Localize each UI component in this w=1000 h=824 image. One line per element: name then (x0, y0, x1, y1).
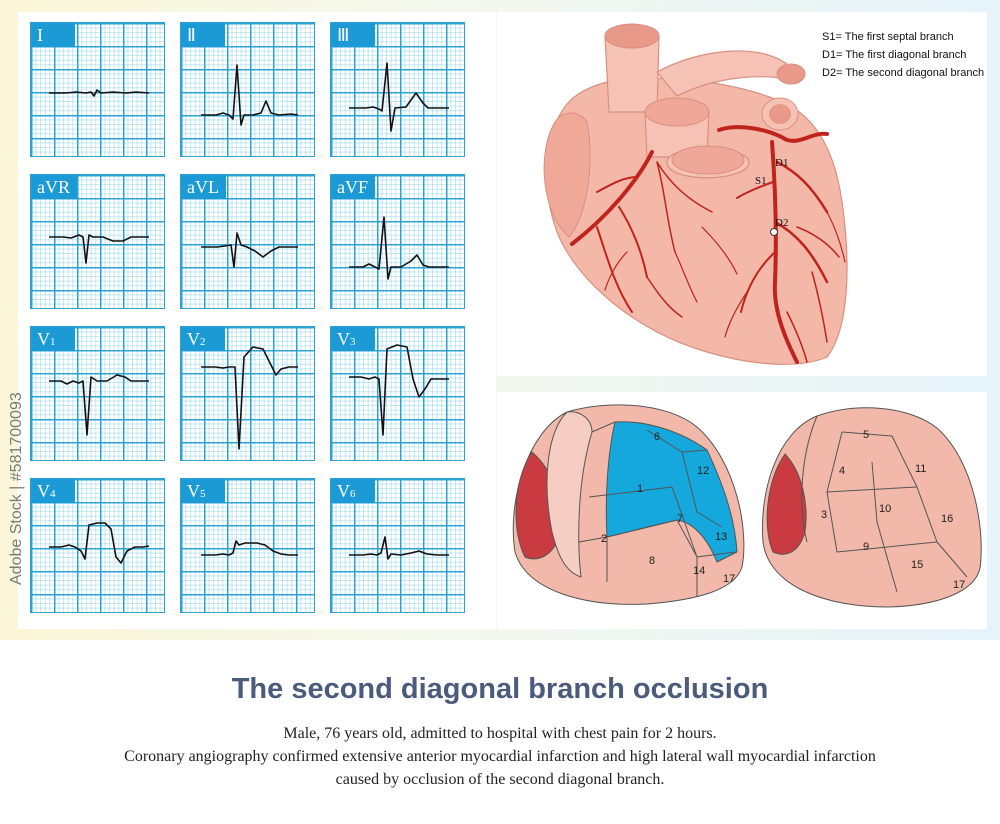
ecg-panel: I Ⅱ Ⅲ aVR aVL aVF V1 V2 V3 V4 V5 (18, 12, 496, 629)
lead-label: V4 (31, 479, 75, 503)
label-d1: D1 (775, 157, 788, 169)
lead-label: I (31, 23, 75, 47)
ventricle-segment-panel: 6 12 1 7 13 2 8 14 17 5 4 11 3 10 16 9 1… (497, 392, 987, 629)
vessel-opening-right-inner (769, 104, 791, 124)
ecg-trace (49, 234, 149, 264)
d2-occlusion-marker (770, 228, 778, 236)
aorta-opening (604, 23, 660, 49)
lead-label: V5 (181, 479, 225, 503)
ecg-lead-V2: V2 (180, 326, 315, 461)
stock-watermark: Adobe Stock | #581700093 (8, 392, 25, 585)
pulmonary-opening (644, 97, 710, 127)
ecg-trace (349, 216, 449, 280)
segment-label: 17 (953, 579, 965, 591)
ecg-trace (201, 64, 299, 126)
lead-label: V2 (181, 327, 225, 351)
segment-label: 10 (879, 503, 891, 515)
ventricle-rim (546, 411, 593, 578)
ecg-trace (349, 344, 449, 436)
coronary-arteries (570, 125, 846, 364)
description-line: Male, 76 years old, admitted to hospital… (283, 725, 717, 742)
segment-label: 7 (677, 513, 683, 525)
ventricle-outer-shell (761, 407, 982, 608)
arch-branch-opening (776, 63, 806, 85)
ecg-lead-aVR: aVR (30, 174, 165, 309)
lead-label: Ⅱ (181, 23, 225, 47)
ventricle-model-left: 6 12 1 7 13 2 8 14 17 (512, 404, 745, 605)
segment-label: 14 (693, 565, 705, 577)
lead-label: V6 (331, 479, 375, 503)
ecg-lead-aVF: aVF (330, 174, 465, 309)
ecg-trace (201, 346, 298, 450)
segment-label: 3 (821, 509, 827, 521)
segment-label: 6 (654, 431, 660, 443)
segment-label: 17 (723, 573, 735, 585)
segment-label: 12 (697, 465, 709, 477)
ecg-lead-V6: V6 (330, 478, 465, 613)
right-atrium (543, 112, 591, 238)
infarct-region (605, 421, 738, 563)
lead-label: V3 (331, 327, 375, 351)
ventricle-cavity (766, 453, 807, 555)
ecg-lead-V5: V5 (180, 478, 315, 613)
ecg-lead-V1: V1 (30, 326, 165, 461)
ventricle-segments: 6 12 1 7 13 2 8 14 17 5 4 11 3 10 16 9 1… (512, 404, 982, 608)
ecg-lead-II: Ⅱ (180, 22, 315, 157)
ecg-trace (49, 522, 150, 564)
ecg-trace (349, 536, 449, 560)
ventricle-model-right: 5 4 11 3 10 16 9 15 17 (761, 407, 982, 608)
page-title: The second diagonal branch occlusion (231, 673, 769, 705)
ecg-lead-V4: V4 (30, 478, 165, 613)
ecg-trace (49, 89, 150, 97)
segment-borders (578, 421, 736, 597)
segment-label: 8 (649, 555, 655, 567)
description-line: caused by occlusion of the second diagon… (335, 771, 665, 788)
segment-label: 9 (863, 541, 869, 553)
segment-label: 13 (715, 531, 727, 543)
ecg-lead-III: Ⅲ (330, 22, 465, 157)
segment-label: 16 (941, 513, 953, 525)
lead-label: V1 (31, 327, 75, 351)
ecg-lead-I: I (30, 22, 165, 157)
segment-label: 2 (601, 533, 607, 545)
segment-label: 5 (863, 429, 869, 441)
segment-borders (801, 415, 968, 593)
legend-d2: D2= The second diagonal branch (822, 67, 984, 79)
segment-label: 4 (839, 465, 845, 477)
heart-diagram-panel: S1= The first septal branch D1= The firs… (497, 12, 987, 376)
front-opening (671, 145, 745, 175)
ecg-trace (201, 232, 298, 268)
lead-label: aVL (181, 175, 226, 199)
legend-s1: S1= The first septal branch (822, 31, 954, 43)
ecg-trace (201, 540, 298, 556)
lead-label: aVF (331, 175, 375, 199)
segment-label: 1 (637, 483, 643, 495)
ecg-lead-aVL: aVL (180, 174, 315, 309)
heart-illustration: S1= The first septal branch D1= The firs… (543, 23, 984, 365)
label-d2: D2 (775, 217, 788, 229)
lead-label: aVR (31, 175, 77, 199)
description-line: Coronary angiography confirmed extensive… (124, 748, 876, 765)
legend-d1: D1= The first diagonal branch (822, 49, 966, 61)
lead-label: Ⅲ (331, 23, 375, 47)
segment-label: 15 (911, 559, 923, 571)
label-s1: S1 (755, 175, 767, 187)
segment-label: 11 (915, 463, 926, 475)
ecg-trace (349, 62, 449, 132)
ecg-lead-V3: V3 (330, 326, 465, 461)
ecg-trace (49, 374, 149, 436)
